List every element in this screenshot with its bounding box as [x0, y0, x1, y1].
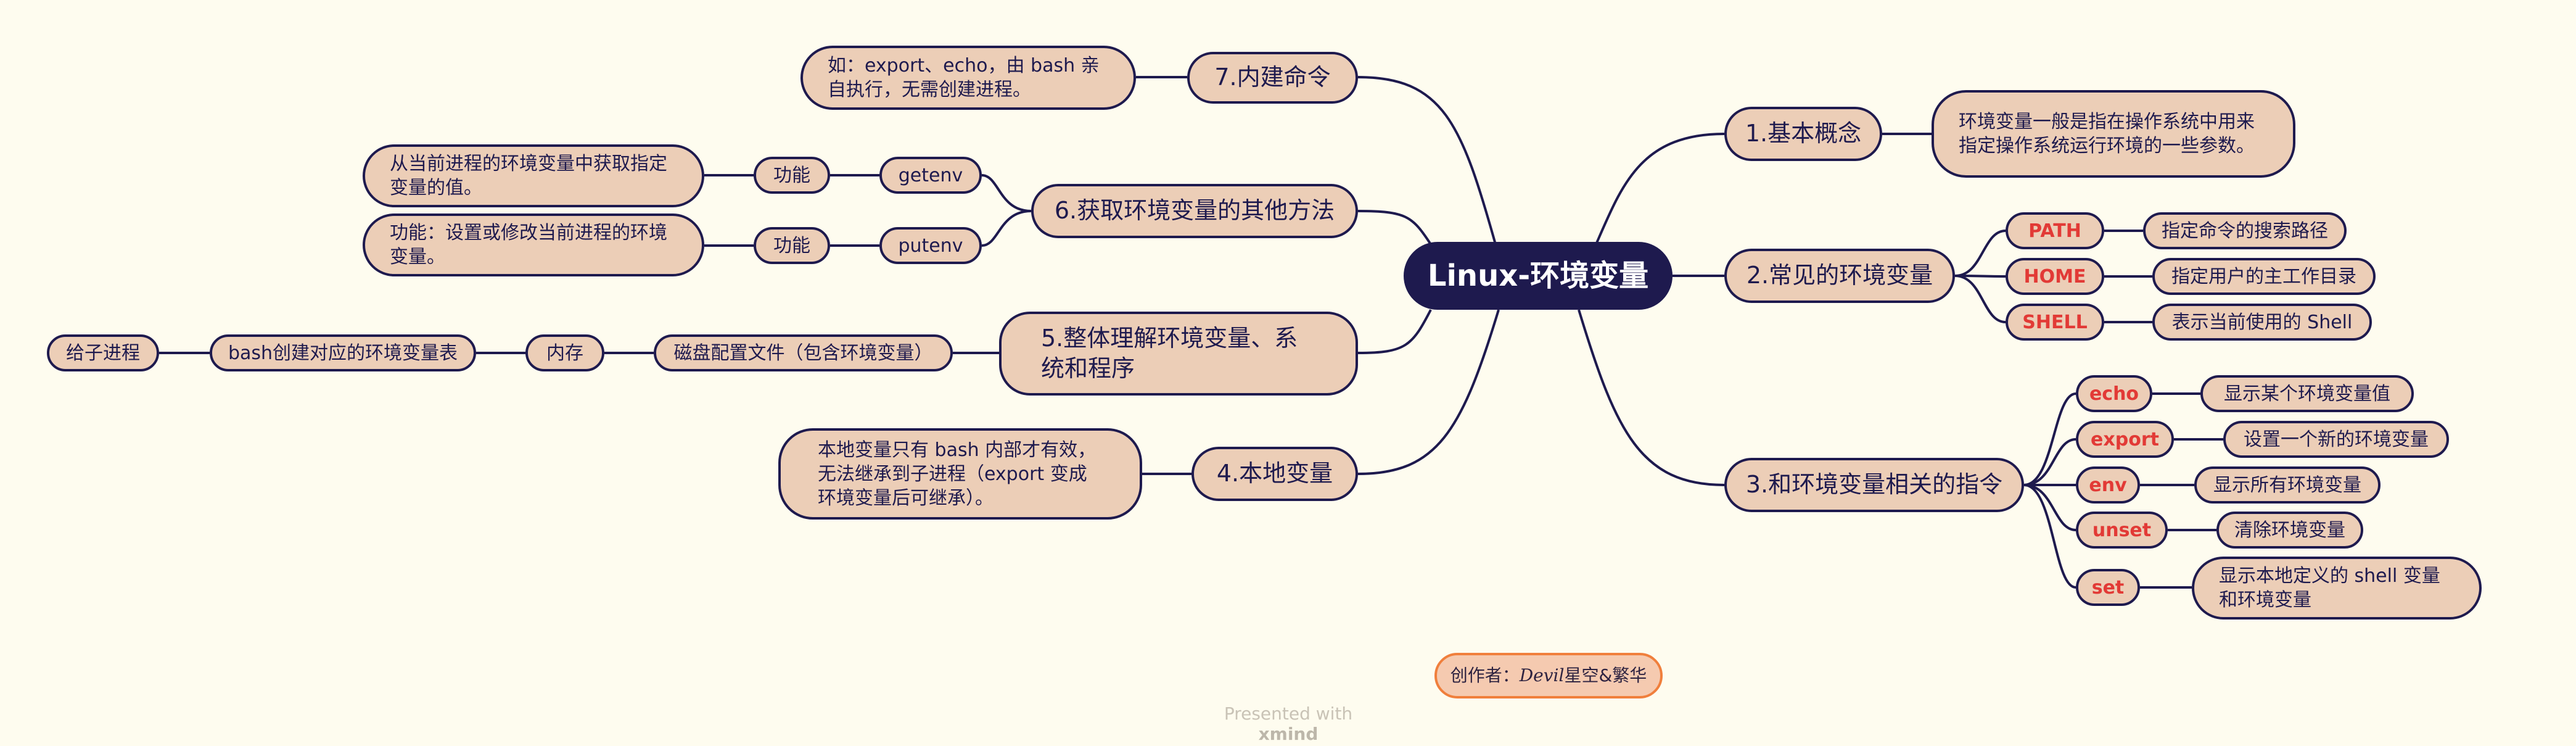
- local-variables-desc[interactable]: 本地变量只有 bash 内部才有效，无法继承到子进程（export 变成环境变量…: [778, 428, 1142, 520]
- command-env[interactable]: env: [2076, 466, 2140, 504]
- link-central-overall: [1357, 309, 1432, 354]
- link-common-shell: [1954, 275, 2006, 323]
- watermark-prefix: Presented with: [1224, 703, 1353, 724]
- chain-child-process[interactable]: 给子进程: [47, 334, 159, 371]
- command-set-desc[interactable]: 显示本地定义的 shell 变量和环境变量: [2192, 557, 2482, 620]
- link-central-local: [1357, 309, 1500, 475]
- variable-path-desc[interactable]: 指定命令的搜索路径: [2143, 212, 2347, 249]
- getenv-function-label[interactable]: 功能: [754, 157, 830, 194]
- command-env-desc[interactable]: 显示所有环境变量: [2194, 466, 2381, 504]
- topic-related-commands[interactable]: 3.和环境变量相关的指令: [1724, 458, 2024, 512]
- chain-disk-config[interactable]: 磁盘配置文件（包含环境变量）: [654, 334, 953, 371]
- link-other-getenv: [981, 174, 1032, 212]
- topic-basic-concept[interactable]: 1.基本概念: [1724, 107, 1882, 161]
- command-echo-desc[interactable]: 显示某个环境变量值: [2200, 375, 2414, 412]
- basic-concept-desc[interactable]: 环境变量一般是指在操作系统中用来指定操作系统运行环境的一些参数。: [1932, 90, 2295, 178]
- link-central-basic: [1595, 133, 1725, 245]
- link-cmd-unset: [2023, 484, 2076, 531]
- variable-shell-desc[interactable]: 表示当前使用的 Shell: [2152, 304, 2372, 341]
- variable-shell[interactable]: SHELL: [2006, 304, 2104, 341]
- putenv-function-label[interactable]: 功能: [754, 227, 830, 264]
- chain-bash-table[interactable]: bash创建对应的环境变量表: [210, 334, 476, 371]
- command-echo[interactable]: echo: [2076, 375, 2152, 412]
- watermark-brand: xmind: [1258, 724, 1319, 744]
- command-unset[interactable]: unset: [2076, 512, 2168, 549]
- link-central-other: [1357, 210, 1432, 246]
- putenv-desc[interactable]: 功能：设置或修改当前进程的环境变量。: [363, 213, 704, 276]
- method-putenv[interactable]: putenv: [879, 227, 982, 264]
- link-cmd-echo: [2023, 392, 2076, 486]
- link-cmd-set: [2023, 484, 2076, 589]
- topic-builtin-commands[interactable]: 7.内建命令: [1187, 52, 1358, 104]
- variable-home[interactable]: HOME: [2006, 258, 2104, 295]
- command-export-desc[interactable]: 设置一个新的环境变量: [2223, 421, 2449, 458]
- link-central-commands: [1578, 309, 1725, 486]
- link-other-putenv: [981, 210, 1032, 247]
- command-unset-desc[interactable]: 清除环境变量: [2216, 512, 2363, 549]
- topic-local-variables[interactable]: 4.本地变量: [1191, 447, 1358, 501]
- builtin-commands-desc[interactable]: 如：export、echo，由 bash 亲自执行，无需创建进程。: [800, 46, 1136, 110]
- chain-memory[interactable]: 内存: [525, 334, 604, 371]
- author-badge[interactable]: 创作者： Devil 星空&繁华: [1434, 653, 1663, 698]
- author-name: 星空&繁华: [1564, 665, 1647, 686]
- author-prefix: 创作者：: [1450, 665, 1520, 686]
- central-topic[interactable]: Linux-环境变量: [1404, 242, 1673, 310]
- topic-other-methods[interactable]: 6.获取环境变量的其他方法: [1031, 184, 1358, 238]
- method-getenv[interactable]: getenv: [879, 157, 982, 194]
- topic-common-variables[interactable]: 2.常见的环境变量: [1724, 249, 1955, 303]
- link-cmd-export: [2023, 438, 2076, 486]
- command-export[interactable]: export: [2076, 421, 2174, 458]
- variable-home-desc[interactable]: 指定用户的主工作目录: [2152, 258, 2376, 295]
- link-common-path: [1954, 230, 2006, 277]
- author-signature: Devil: [1519, 665, 1565, 686]
- variable-path[interactable]: PATH: [2006, 212, 2104, 249]
- getenv-desc[interactable]: 从当前进程的环境变量中获取指定变量的值。: [363, 144, 704, 207]
- topic-overall-understanding[interactable]: 5.整体理解环境变量、系统和程序: [999, 312, 1358, 396]
- xmind-watermark: Presented with xmind: [1193, 703, 1384, 744]
- link-central-builtin: [1357, 76, 1497, 245]
- command-set[interactable]: set: [2076, 569, 2140, 606]
